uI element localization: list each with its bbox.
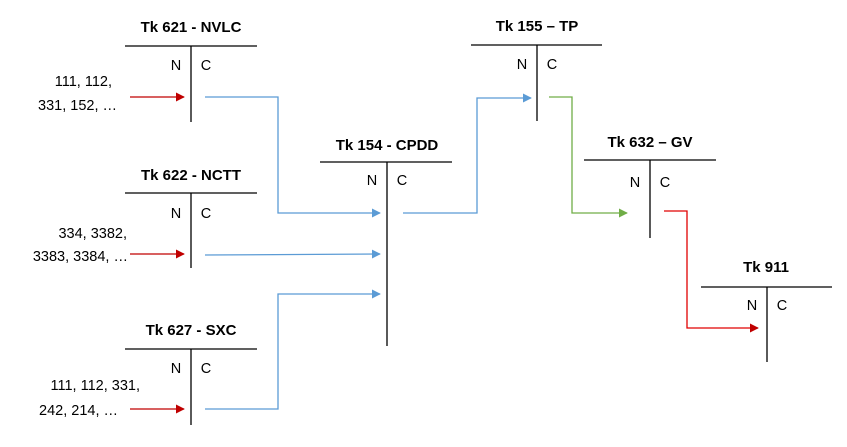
source-line: 3383, 3384, … (33, 249, 128, 265)
credit-label: C (547, 57, 557, 73)
account-title-627: Tk 627 - SXC (146, 322, 237, 339)
account-title-632: Tk 632 – GV (607, 134, 692, 151)
t-account-155: Tk 155 – TP N C (471, 18, 602, 121)
t-account-632: Tk 632 – GV N C (584, 134, 716, 238)
source-accounts-627: 111, 112, 331, 242, 214, … (39, 378, 140, 419)
t-account-154: Tk 154 - CPDD N C (320, 137, 452, 346)
credit-label: C (397, 173, 407, 189)
debit-label: N (171, 206, 181, 222)
t-account-911: Tk 911 N C (701, 259, 832, 362)
credit-label: C (660, 175, 670, 191)
green-arrow-155-to-632 (549, 96, 628, 218)
source-line: 334, 3382, (58, 226, 127, 242)
source-line: 331, 152, … (38, 98, 117, 114)
credit-label: C (777, 298, 787, 314)
debit-label: N (171, 361, 181, 377)
debit-label: N (747, 298, 757, 314)
blue-arrow-154-to-155 (403, 93, 532, 214)
debit-label: N (517, 57, 527, 73)
credit-label: C (201, 361, 211, 377)
source-line: 111, 112, 331, (51, 378, 141, 394)
blue-arrow-627-to-154 (205, 289, 381, 410)
credit-label: C (201, 58, 211, 74)
account-title-911: Tk 911 (743, 259, 789, 276)
source-accounts-622: 334, 3382, 3383, 3384, … (33, 226, 128, 265)
credit-label: C (201, 206, 211, 222)
debit-label: N (630, 175, 640, 191)
source-line: 111, 112, (55, 74, 112, 90)
account-title-155: Tk 155 – TP (496, 18, 579, 35)
t-account-622: Tk 622 - NCTT N C (125, 167, 257, 268)
source-line: 242, 214, … (39, 403, 118, 419)
t-account-621: Tk 621 - NVLC N C (125, 19, 257, 122)
account-title-154: Tk 154 - CPDD (336, 137, 439, 154)
source-accounts-621: 111, 112, 331, 152, … (38, 74, 117, 114)
debit-label: N (171, 58, 181, 74)
account-title-621: Tk 621 - NVLC (141, 19, 242, 36)
red-arrow-632-to-911 (664, 210, 759, 333)
account-title-622: Tk 622 - NCTT (141, 167, 241, 184)
blue-arrow-622-to-154 (204, 249, 381, 259)
t-account-627: Tk 627 - SXC N C (125, 322, 257, 425)
blue-arrow-621-to-154 (205, 96, 381, 218)
debit-label: N (367, 173, 377, 189)
